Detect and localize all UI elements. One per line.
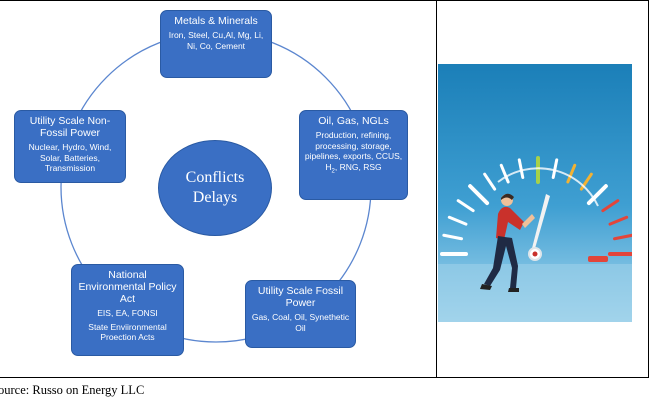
center-line-2: Delays [192,189,238,206]
gauge-tick [551,158,559,179]
node-detail: Gas, Coal, Oil, Synethetic Oil [251,312,350,333]
gauge-tick [608,215,629,226]
gauge-tick [483,172,497,191]
gauge-tick [517,158,525,179]
node-utility-fossil-power: Utility Scale Fossil Power Gas, Coal, Oi… [245,280,356,348]
speedometer-illustration [438,64,632,322]
node-detail: EIS, EA, FONSI [97,308,158,318]
node-title: Metals & Minerals [174,15,258,27]
node-title: Utility Scale Fossil Power [257,285,344,309]
gauge-tick [468,184,490,206]
node-title: Utility Scale Non-Fossil Power [29,115,111,139]
node-detail-secondary: State Enviironmental Proection Acts [88,321,167,343]
gauge-tick [499,163,510,184]
gauge-tick [442,233,463,241]
node-detail: Production, refining, processing, storag… [304,130,403,175]
node-detail: Nuclear, Hydro, Wind, Solar, Batteries, … [28,142,112,173]
node-oil-gas-ngls: Oil, Gas, NGLs Production, refining, pro… [299,110,408,200]
gauge-tick [601,199,620,213]
column-divider [436,0,437,378]
gauge-tick [586,184,608,206]
node-nepa: National Environmental Policy Act EIS, E… [71,264,184,356]
node-title: National Environmental Policy Act [78,269,177,305]
node-utility-non-fossil-power: Utility Scale Non-Fossil Power Nuclear, … [14,110,126,183]
gauge-tick [613,233,632,241]
cycle-diagram: Metals & Minerals Iron, Steel, Cu,Al, Mg… [14,10,408,356]
speedometer-push-icon [438,64,632,322]
gauge-tick [566,163,577,184]
node-detail: Iron, Steel, Cu,Al, Mg, Li, Ni, Co, Ceme… [168,30,264,51]
table-frame [0,0,649,378]
source-caption: ource: Russo on Energy LLC [0,383,145,397]
center-conflicts-delays: Conflicts Delays [158,140,272,236]
node-metals-minerals: Metals & Minerals Iron, Steel, Cu,Al, Mg… [160,10,272,78]
gauge-tick [447,215,468,226]
center-line-1: Conflicts [185,169,245,186]
gauge-tick [456,199,475,213]
node-title: Oil, Gas, NGLs [318,115,389,127]
